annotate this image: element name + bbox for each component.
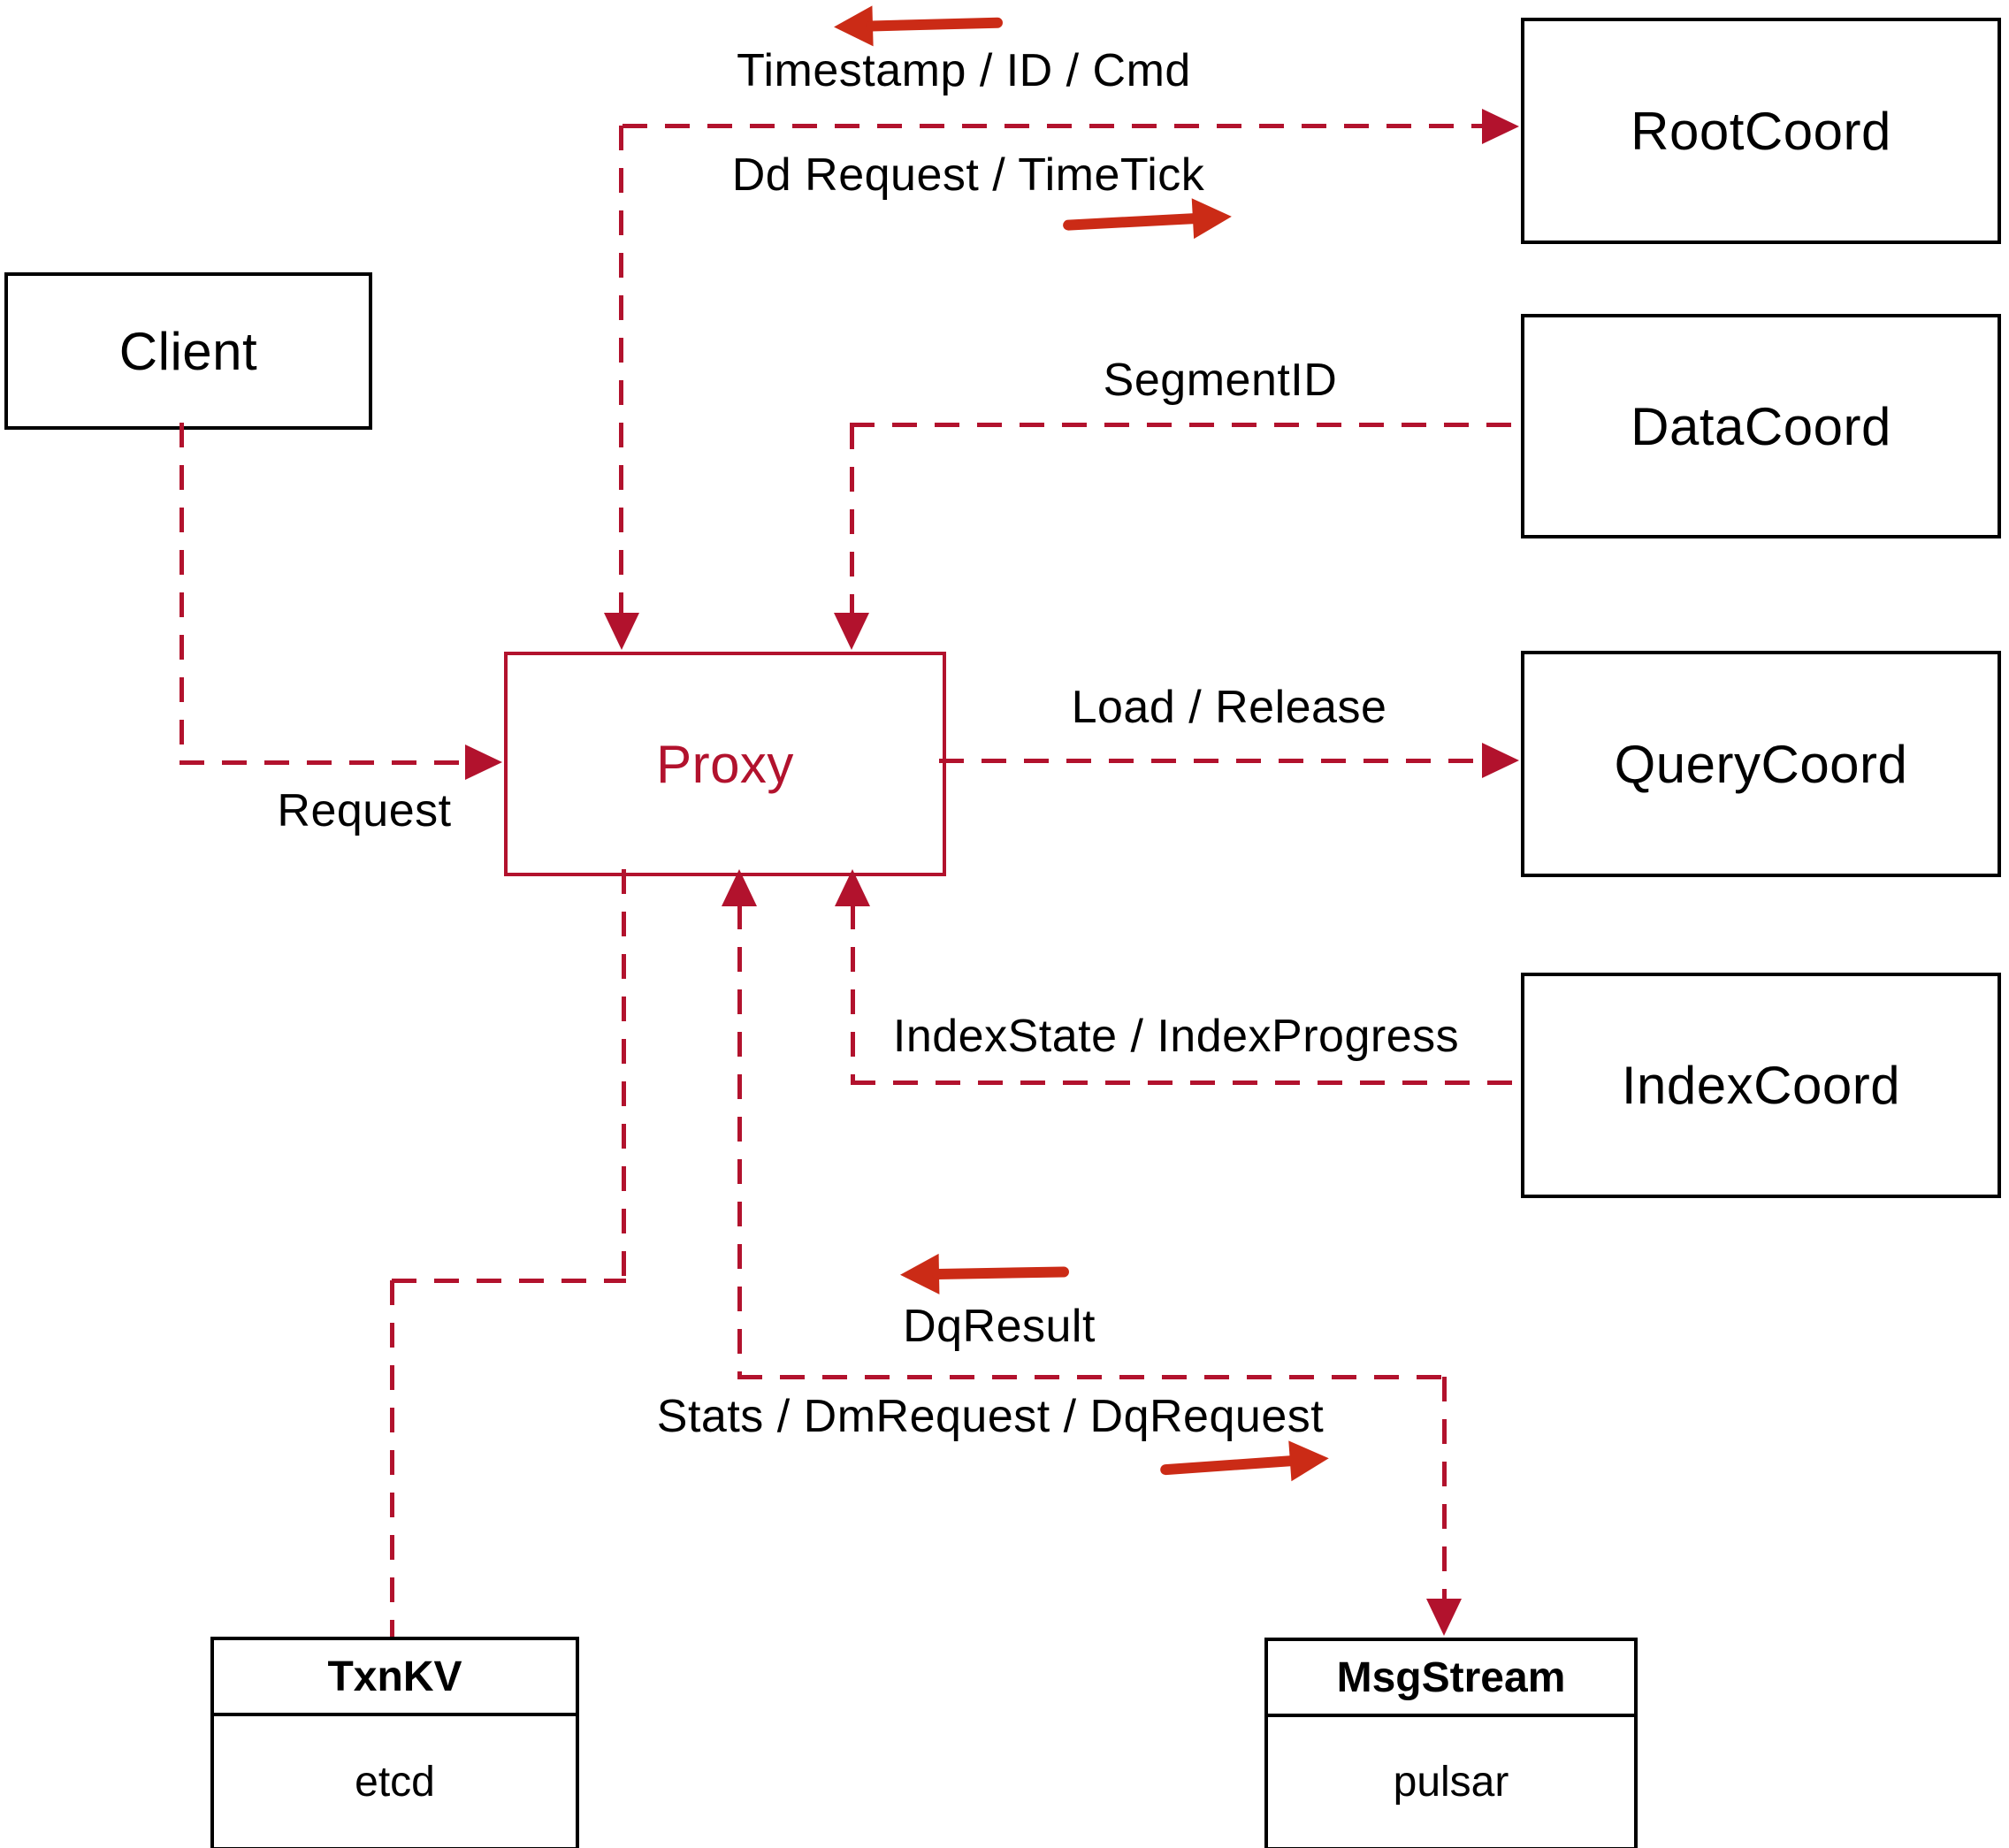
datacoord-node: DataCoord xyxy=(1521,314,2001,538)
arrowhead-into-proxy-top-left-icon xyxy=(604,613,639,650)
edge-proxy-msgstream-vertical-segment-lower xyxy=(1442,1377,1447,1600)
edge-indexcoord-proxy-horizontal-segment xyxy=(851,1081,1521,1085)
querycoord-node-label: QueryCoord xyxy=(1614,734,1908,794)
txnkv-node-title: TxnKV xyxy=(214,1640,576,1716)
edge-label-stats-dmrequest-dqrequest: Stats / DmRequest / DqRequest xyxy=(656,1391,1325,1442)
arrowhead-into-proxy-bottom-left-icon xyxy=(722,869,757,906)
left-arrow-body xyxy=(865,17,1004,32)
txnkv-node: TxnKV etcd xyxy=(210,1637,579,1848)
edge-label-dd-request-timetick: Dd Request / TimeTick xyxy=(731,149,1205,201)
edge-proxy-txnkv-vertical-segment-lower xyxy=(390,1280,394,1637)
direction-right-arrow-icon xyxy=(1058,195,1234,246)
arrowhead-into-msgstream-icon xyxy=(1426,1599,1462,1636)
client-node: Client xyxy=(4,272,372,430)
edge-label-timestamp-id-cmd: Timestamp / ID / Cmd xyxy=(737,45,1191,96)
edge-indexcoord-proxy-vertical-segment xyxy=(851,905,855,1082)
querycoord-node: QueryCoord xyxy=(1521,651,2001,877)
edge-proxy-msgstream-horizontal-segment xyxy=(737,1375,1447,1379)
client-node-label: Client xyxy=(118,321,258,381)
edge-proxy-rootcoord-vertical-segment xyxy=(619,126,623,614)
direction-left-arrow-icon xyxy=(833,2,1006,48)
right-arrow-head-icon xyxy=(1191,195,1234,240)
msgstream-node: MsgStream pulsar xyxy=(1264,1638,1638,1848)
indexcoord-node-label: IndexCoord xyxy=(1621,1056,1901,1115)
rootcoord-node: RootCoord xyxy=(1521,18,2001,244)
edge-proxy-rootcoord-horizontal-segment xyxy=(623,124,1486,128)
edge-label-load-release: Load / Release xyxy=(1071,682,1387,733)
stats-arrow-body xyxy=(1159,1455,1298,1476)
edge-proxy-txnkv-vertical-segment-upper xyxy=(622,869,626,1280)
dqresult-arrow-body xyxy=(931,1266,1070,1280)
arrowhead-into-proxy-top-right-icon xyxy=(834,613,869,650)
msgstream-node-impl: pulsar xyxy=(1393,1759,1509,1806)
edge-label-request: Request xyxy=(277,785,452,836)
stats-arrow-head-icon xyxy=(1288,1438,1331,1482)
proxy-node: Proxy xyxy=(504,652,946,876)
direction-left-arrow-dqresult-icon xyxy=(899,1251,1073,1295)
arrowhead-into-rootcoord-icon xyxy=(1482,109,1519,144)
edge-datacoord-proxy-vertical-segment xyxy=(850,424,854,615)
edge-proxy-msgstream-vertical-segment-upper xyxy=(737,905,742,1377)
proxy-node-label: Proxy xyxy=(656,734,794,794)
indexcoord-node: IndexCoord xyxy=(1521,973,2001,1198)
edge-label-indexstate-indexprogress: IndexState / IndexProgress xyxy=(892,1011,1460,1062)
edge-proxy-txnkv-horizontal-segment xyxy=(392,1279,626,1283)
edge-label-dqresult: DqResult xyxy=(903,1301,1096,1352)
arrowhead-into-proxy-bottom-right-icon xyxy=(835,869,870,906)
edge-label-segmentid: SegmentID xyxy=(1103,355,1338,406)
msgstream-node-title: MsgStream xyxy=(1268,1641,1634,1717)
right-arrow-body xyxy=(1062,212,1201,231)
edge-proxy-querycoord-horizontal-segment xyxy=(939,759,1486,763)
datacoord-node-label: DataCoord xyxy=(1631,396,1891,456)
direction-right-arrow-stats-icon xyxy=(1156,1438,1331,1490)
edge-client-proxy-horizontal-segment xyxy=(180,760,468,765)
rootcoord-node-label: RootCoord xyxy=(1631,101,1891,161)
edge-client-proxy-vertical-segment xyxy=(180,423,184,764)
arrowhead-into-querycoord-icon xyxy=(1482,743,1519,778)
txnkv-node-impl: etcd xyxy=(355,1758,435,1806)
arrowhead-into-proxy-left-icon xyxy=(465,745,502,780)
edge-datacoord-proxy-horizontal-segment xyxy=(850,423,1521,427)
